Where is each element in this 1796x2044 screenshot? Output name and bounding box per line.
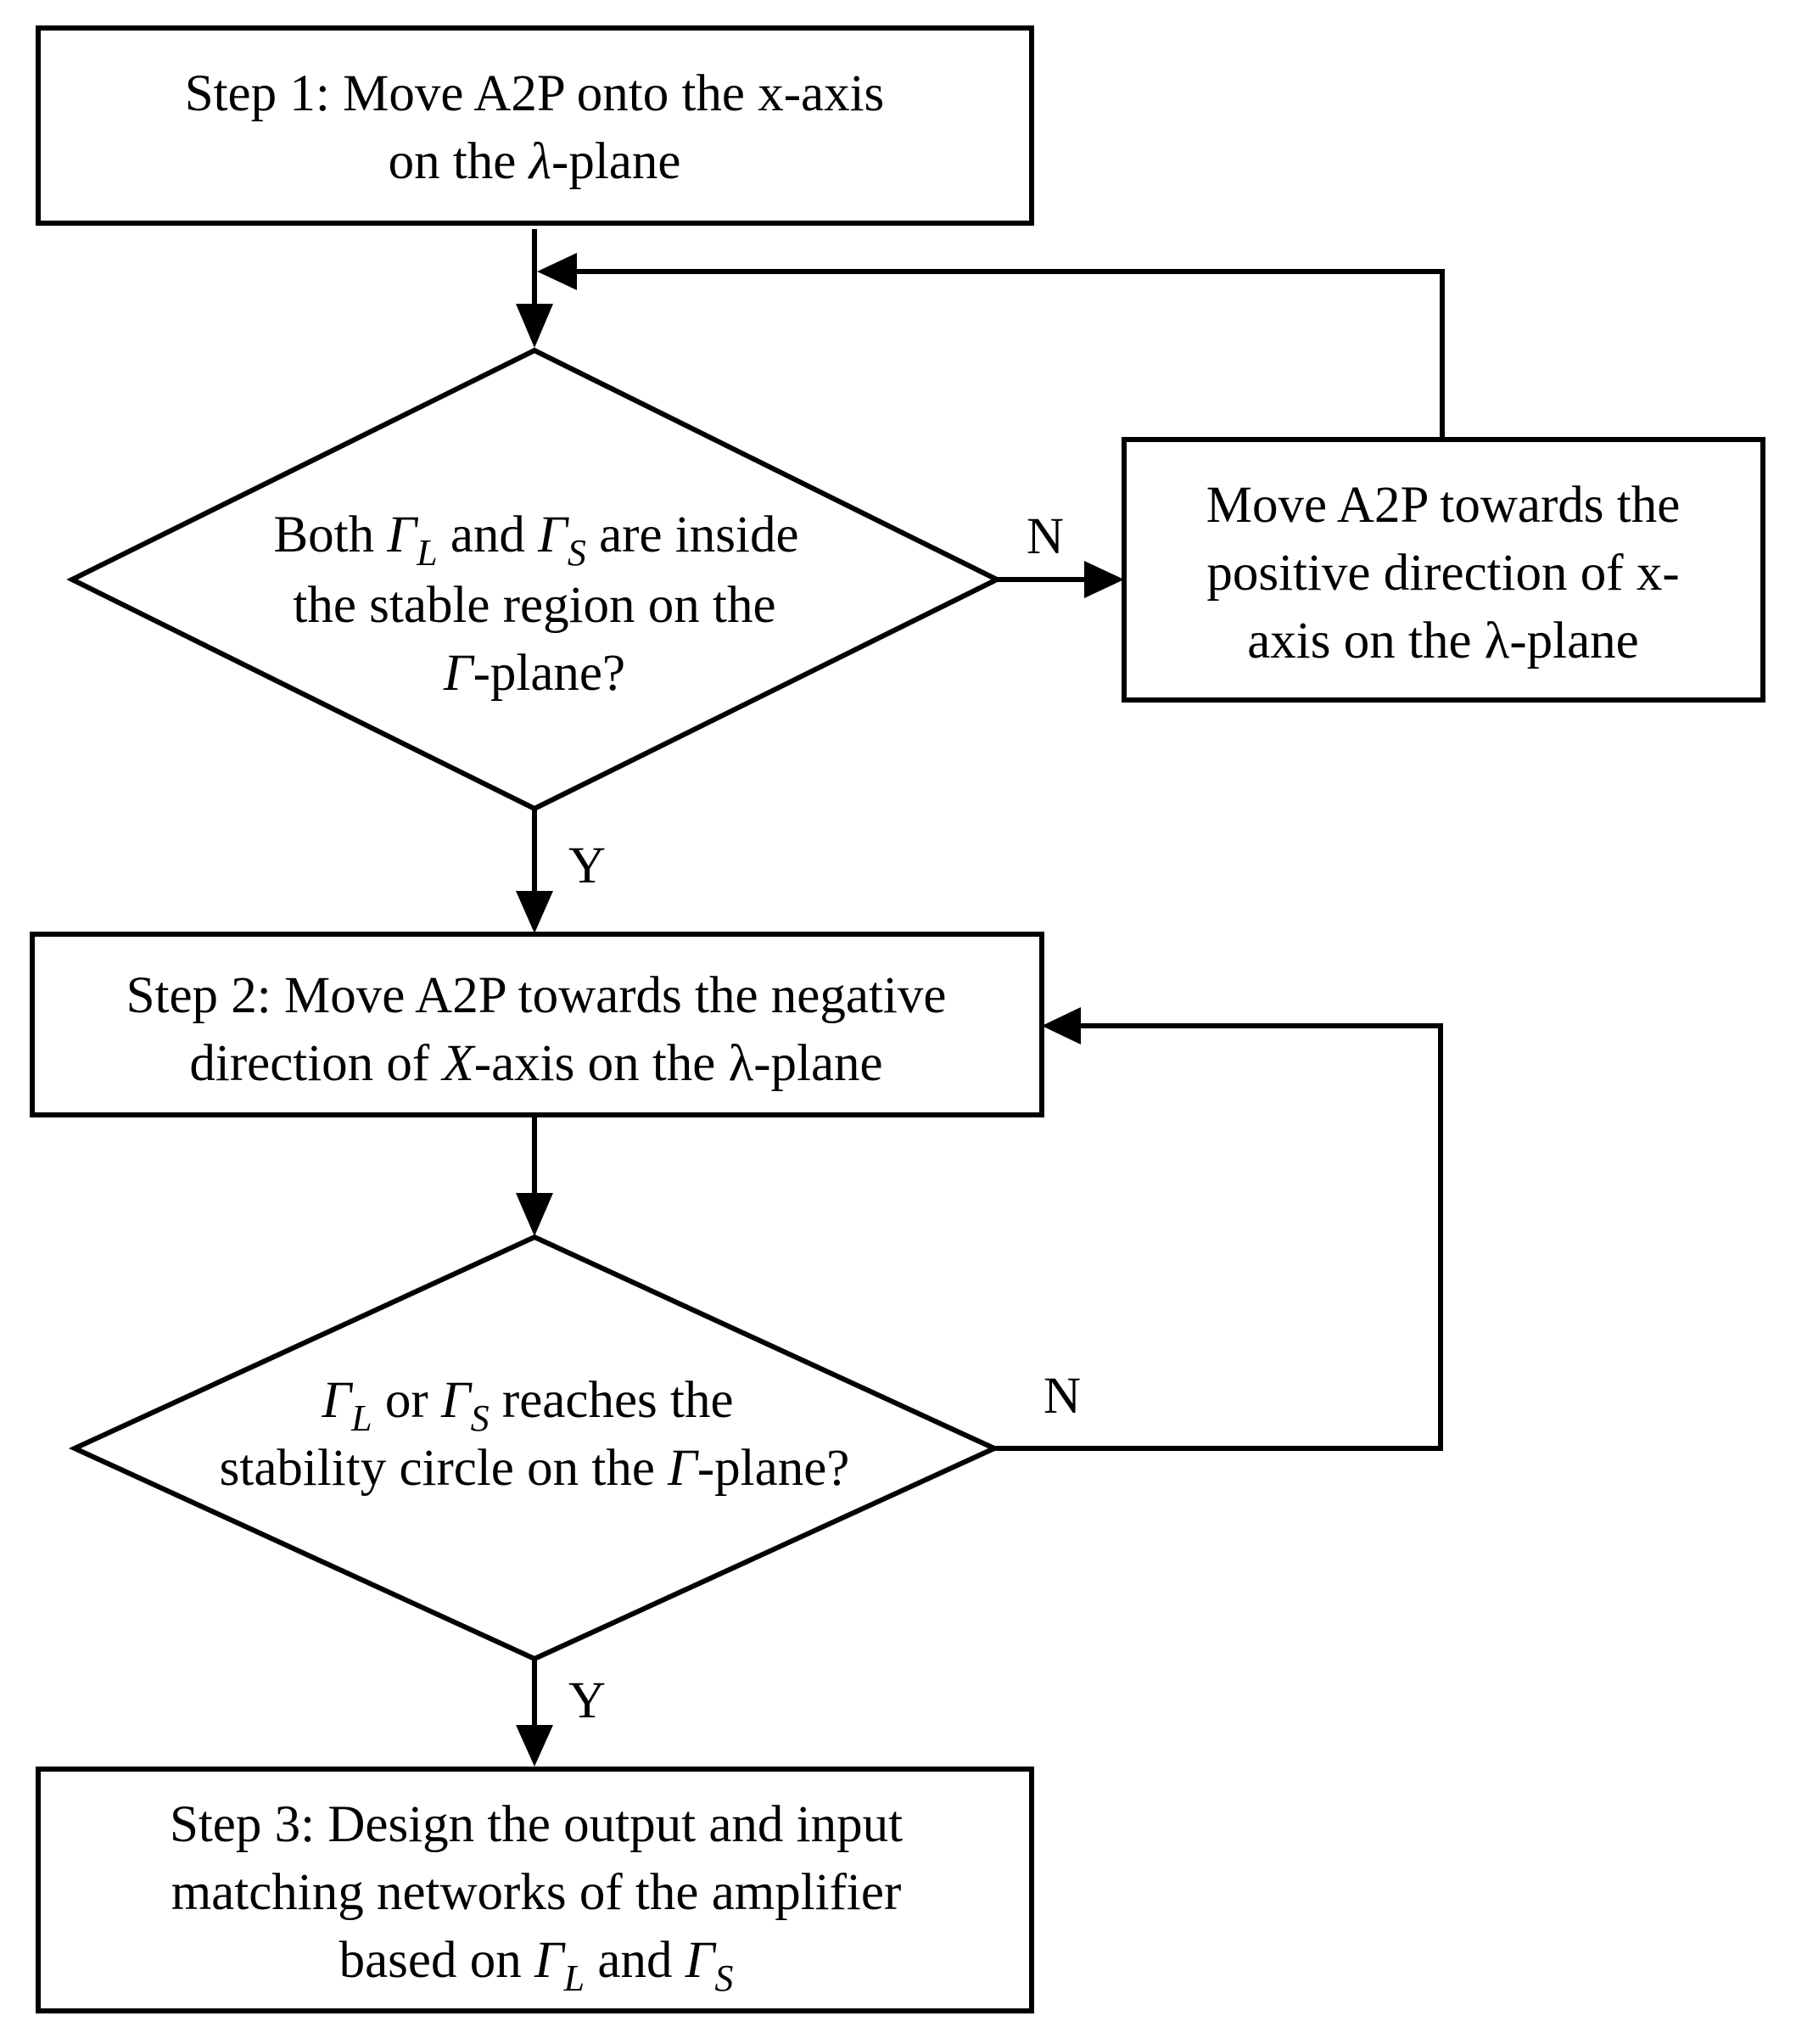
decision1-text-line3: Γ-plane? bbox=[443, 645, 625, 702]
loop-decision2-to-step2 bbox=[994, 1023, 1443, 1451]
step3-box bbox=[36, 1767, 1034, 2013]
step3-text-line2: matching networks of the amplifier bbox=[171, 1864, 902, 1921]
step2-text-line1: Step 2: Move A2P towards the negative bbox=[126, 967, 947, 1024]
step2-box bbox=[30, 932, 1044, 1117]
side-box bbox=[1122, 437, 1765, 703]
arrowhead-loop2 bbox=[1042, 1007, 1081, 1044]
label-no-2: N bbox=[1043, 1368, 1081, 1425]
decision2-text-line2: stability circle on the Γ-plane? bbox=[220, 1440, 850, 1497]
arrowhead-decision1-top bbox=[516, 304, 553, 348]
step1-text-line2: on the λ-plane bbox=[389, 133, 681, 190]
side-box-text-line3: axis on the λ-plane bbox=[1247, 613, 1639, 669]
decision1-text-line1: Both ΓL and ΓS are inside bbox=[273, 507, 798, 574]
step1-text: Step 1: Move A2P onto the x-axis bbox=[185, 65, 885, 122]
arrowhead-side-box bbox=[1084, 561, 1124, 598]
decision1-text-line2: the stable region on the bbox=[293, 577, 775, 634]
decision2-text-line1: ΓL or ΓS reaches the bbox=[321, 1372, 733, 1439]
side-box-text-line1: Move A2P towards the bbox=[1206, 477, 1681, 534]
step2-text-line2: direction of X-axis on the λ-plane bbox=[189, 1035, 882, 1092]
arrowhead-step2 bbox=[516, 891, 553, 933]
step3-text-line1: Step 3: Design the output and input bbox=[170, 1796, 903, 1853]
step3-text-line3: based on ΓL and ΓS bbox=[339, 1932, 734, 1999]
label-yes-1: Y bbox=[568, 837, 606, 894]
arrowhead-decision2-top bbox=[516, 1193, 553, 1236]
arrowhead-step3 bbox=[516, 1725, 553, 1767]
label-yes-2: Y bbox=[568, 1672, 606, 1729]
loop-side-box-to-top bbox=[575, 269, 1445, 440]
side-box-text-line2: positive direction of x- bbox=[1206, 545, 1679, 602]
label-no-1: N bbox=[1027, 508, 1064, 565]
step1-box bbox=[36, 25, 1034, 226]
arrowhead-loop1 bbox=[537, 253, 577, 290]
